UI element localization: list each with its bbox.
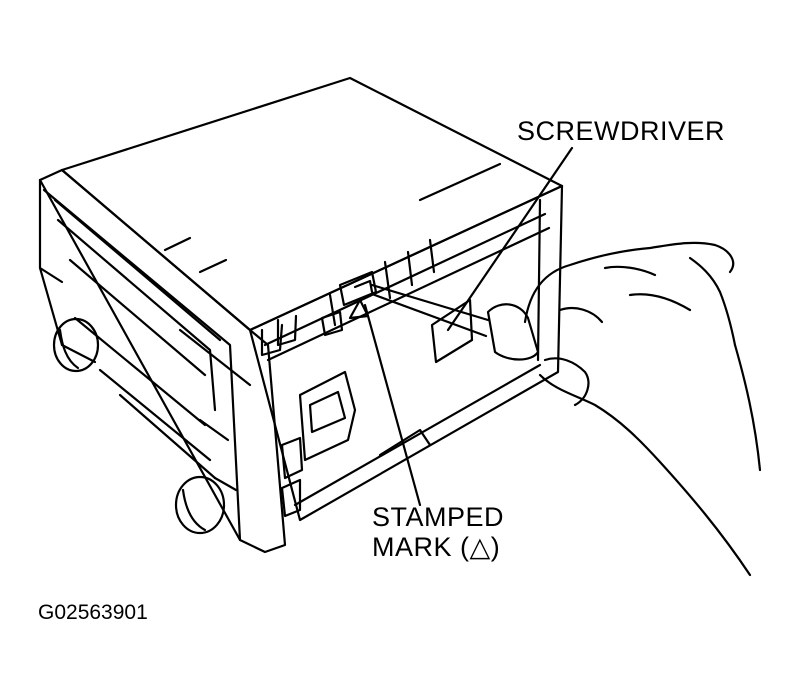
screwdriver-handle [486,303,540,361]
radio-side-face [248,184,564,522]
stamped-mark-label: STAMPED MARK (△) [372,502,504,562]
bottom-knob [174,475,226,535]
front-bezel [38,168,287,554]
leader-lines [363,146,574,507]
left-knob [52,317,100,373]
retaining-clip [338,270,378,307]
stamped-mark-label-line1: STAMPED [372,502,505,532]
stamped-mark-leader-line [363,303,422,507]
figure-code: G02563901 [38,601,148,624]
screwdriver [353,279,540,361]
screwdriver-label: SCREWDRIVER [517,116,726,146]
screwdriver-shaft [370,283,490,322]
radio-top-face [60,76,564,332]
bezel-outline [38,168,287,554]
stamped-mark-triangle [348,298,370,320]
screwdriver-leader-line [446,146,574,332]
radio-unit [60,76,564,522]
hand [523,241,762,577]
stamped-mark-label-line2: MARK (△) [372,532,501,562]
